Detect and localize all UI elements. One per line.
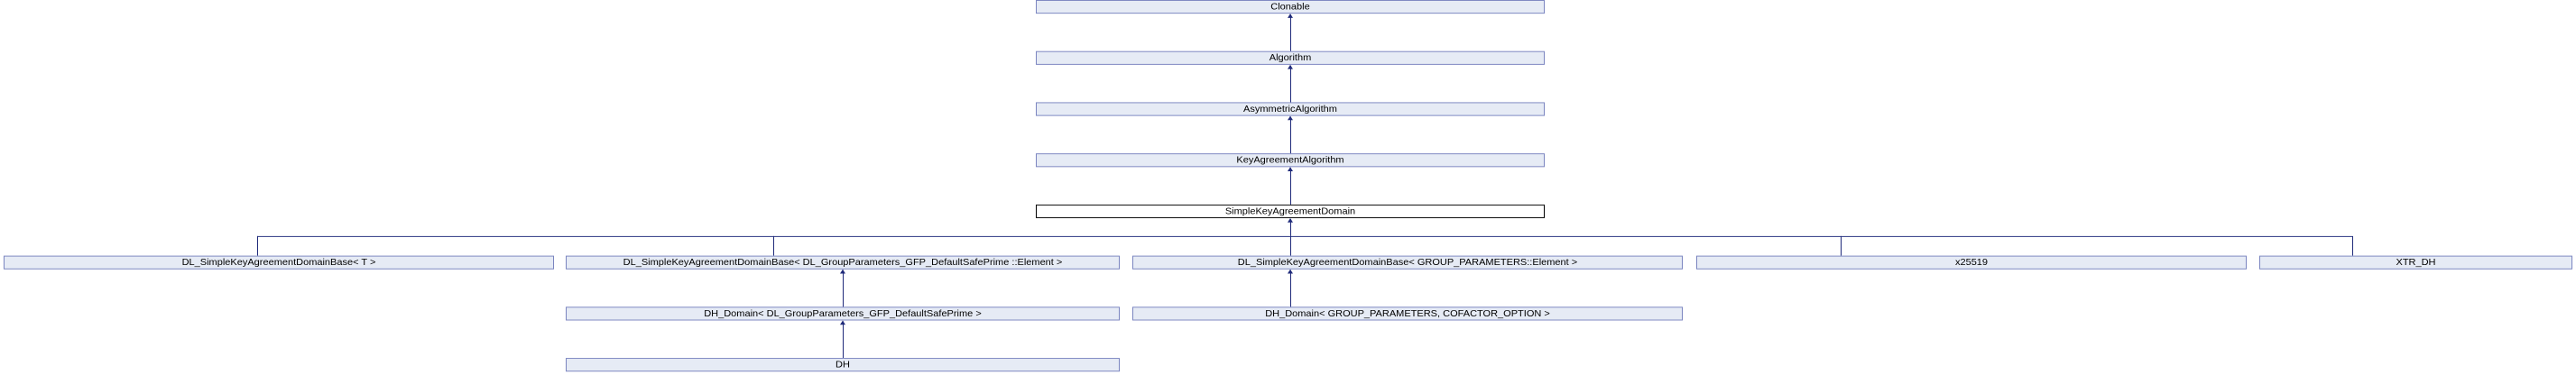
- edge-drop-xtr-dh: [2352, 235, 2353, 256]
- class-node-dl-simplekeyagreementdomainbase-t[interactable]: DL_SimpleKeyAgreementDomainBase< T >: [4, 255, 554, 270]
- edge-drop-dl-base-t: [257, 235, 258, 256]
- edge-dhdomain-groupparams-to-dlbase-groupparams: [1290, 270, 1291, 308]
- arrowhead-icon-asymmetric-algorithm: [1288, 115, 1293, 121]
- class-node-simple-key-agreement-domain[interactable]: SimpleKeyAgreementDomain: [1036, 204, 1545, 219]
- class-node-dl-simplekeyagreementdomainbase-group-parameters[interactable]: DL_SimpleKeyAgreementDomainBase< GROUP_P…: [1132, 255, 1683, 270]
- class-node-label: DL_SimpleKeyAgreementDomainBase< T >: [181, 257, 376, 268]
- edge-asymmetricalgorithm-to-algorithm: [1290, 65, 1291, 104]
- class-node-label: AsymmetricAlgorithm: [1243, 103, 1337, 114]
- class-node-xtr-dh[interactable]: XTR_DH: [2259, 255, 2572, 270]
- edge-algorithm-to-clonable: [1290, 14, 1291, 52]
- class-node-label: Algorithm: [1269, 52, 1312, 63]
- class-node-dl-simplekeyagreementdomainbase-gfp[interactable]: DL_SimpleKeyAgreementDomainBase< DL_Grou…: [566, 255, 1120, 270]
- edge-bus-horizontal: [257, 235, 2352, 237]
- class-node-label: DL_SimpleKeyAgreementDomainBase< GROUP_P…: [1237, 257, 1578, 268]
- edge-drop-dl-base-group-params: [1290, 235, 1291, 256]
- edge-drop-x25519: [1841, 235, 1842, 256]
- class-node-label: SimpleKeyAgreementDomain: [1224, 206, 1356, 216]
- arrowhead-icon-dl-base-group-params: [1288, 269, 1293, 274]
- edge-dhdomain-gfp-to-dlbase-gfp: [843, 270, 844, 308]
- class-node-label: KeyAgreementAlgorithm: [1236, 154, 1344, 165]
- arrowhead-icon-algorithm: [1288, 64, 1293, 69]
- edge-dh-to-dhdomain-gfp: [843, 321, 844, 360]
- arrowhead-icon-key-agreement-algorithm: [1288, 167, 1293, 172]
- arrowhead-icon-dh-domain-gfp: [840, 320, 845, 325]
- class-node-dh-domain-gfp[interactable]: DH_Domain< DL_GroupParameters_GFP_Defaul…: [566, 306, 1120, 321]
- class-node-key-agreement-algorithm[interactable]: KeyAgreementAlgorithm: [1036, 153, 1545, 168]
- arrowhead-icon-dl-base-gfp: [840, 269, 845, 274]
- class-node-label: Clonable: [1270, 1, 1310, 12]
- edge-simplekeyagreementdomain-to-keyagreementalgorithm: [1290, 168, 1291, 206]
- class-node-asymmetric-algorithm[interactable]: AsymmetricAlgorithm: [1036, 102, 1545, 116]
- class-node-clonable[interactable]: Clonable: [1036, 0, 1545, 14]
- class-node-label: DH: [836, 359, 850, 370]
- edge-keyagreementalgorithm-to-asymmetricalgorithm: [1290, 116, 1291, 155]
- class-node-label: XTR_DH: [2396, 257, 2436, 268]
- edge-bus-riser: [1290, 218, 1291, 236]
- arrowhead-icon-clonable: [1288, 14, 1293, 18]
- edge-drop-dl-base-gfp: [773, 235, 774, 256]
- class-node-label: DL_SimpleKeyAgreementDomainBase< DL_Grou…: [623, 257, 1063, 268]
- class-node-label: x25519: [1954, 257, 1989, 268]
- class-node-x25519[interactable]: x25519: [1696, 255, 2247, 270]
- class-node-label: DH_Domain< GROUP_PARAMETERS, COFACTOR_OP…: [1265, 307, 1550, 319]
- class-node-label: DH_Domain< DL_GroupParameters_GFP_Defaul…: [704, 307, 982, 319]
- class-node-dh[interactable]: DH: [566, 358, 1120, 372]
- class-node-algorithm[interactable]: Algorithm: [1036, 50, 1545, 65]
- class-node-dh-domain-group-parameters[interactable]: DH_Domain< GROUP_PARAMETERS, COFACTOR_OP…: [1132, 306, 1683, 321]
